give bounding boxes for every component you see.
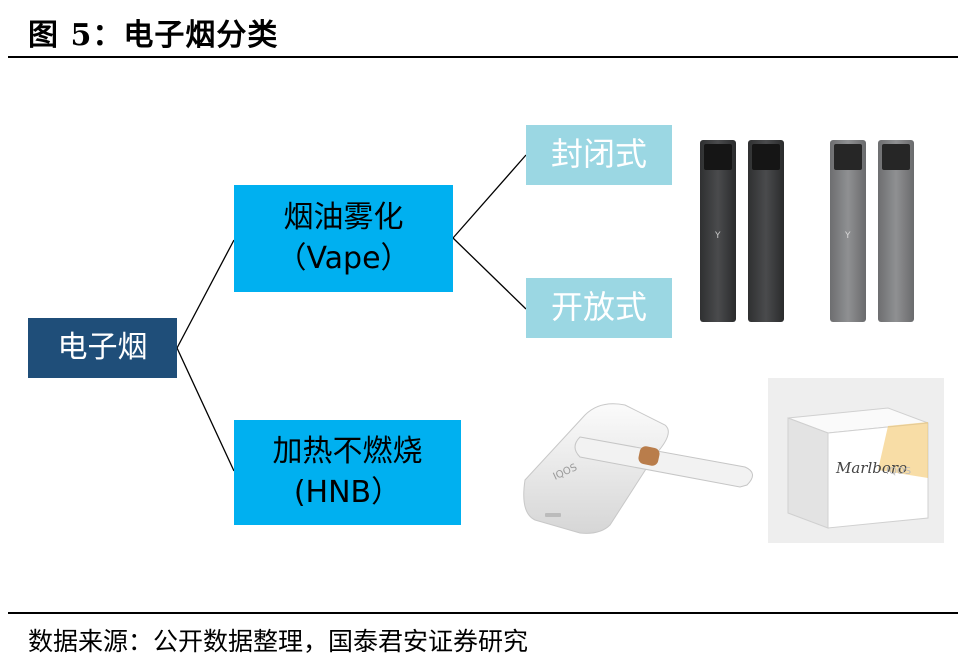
grey-pod-1: Y — [830, 140, 866, 322]
vape-devices-image: Y Y — [700, 140, 914, 322]
node-e-cigarette: 电子烟 — [28, 318, 177, 378]
dark-pod-2 — [748, 140, 784, 322]
iqos-holder-ring — [638, 446, 660, 466]
svg-text:Y: Y — [844, 231, 851, 241]
pack-iqos-logo: IQOS — [886, 466, 911, 477]
connector-vape-open — [452, 237, 527, 310]
node-hnb: 加热不燃烧 (HNB） — [234, 420, 461, 525]
bottom-rule — [8, 612, 958, 614]
dark-pod-1: Y — [700, 140, 736, 322]
connector-root-vape — [176, 239, 235, 349]
node-vape: 烟油雾化 （Vape） — [234, 185, 453, 292]
svg-text:Y: Y — [714, 231, 721, 241]
connector-vape-closed — [452, 154, 527, 239]
marlboro-pack-image: Marlboro IQOS — [768, 378, 944, 543]
figure-title: 图 5：电子烟分类 — [28, 18, 279, 53]
iqos-holder — [574, 436, 753, 488]
node-open: 开放式 — [526, 278, 672, 338]
connector-root-hnb — [176, 347, 235, 472]
node-open-label: 开放式 — [550, 288, 647, 327]
top-rule — [8, 56, 958, 58]
node-closed-label: 封闭式 — [550, 135, 647, 174]
iqos-device-image: IQOS — [523, 403, 753, 534]
grey-pod-2 — [878, 140, 914, 322]
node-hnb-sublabel: (HNB） — [293, 474, 402, 510]
node-e-cigarette-label: 电子烟 — [57, 329, 148, 365]
node-closed: 封闭式 — [526, 125, 672, 185]
node-vape-label: 烟油雾化 — [283, 200, 404, 235]
marlboro-logo: Marlboro — [835, 459, 907, 477]
node-hnb-label: 加热不燃烧 — [272, 434, 423, 469]
source-note: 数据来源：公开数据整理，国泰君安证券研究 — [28, 627, 529, 656]
node-vape-sublabel: （Vape） — [276, 240, 411, 276]
